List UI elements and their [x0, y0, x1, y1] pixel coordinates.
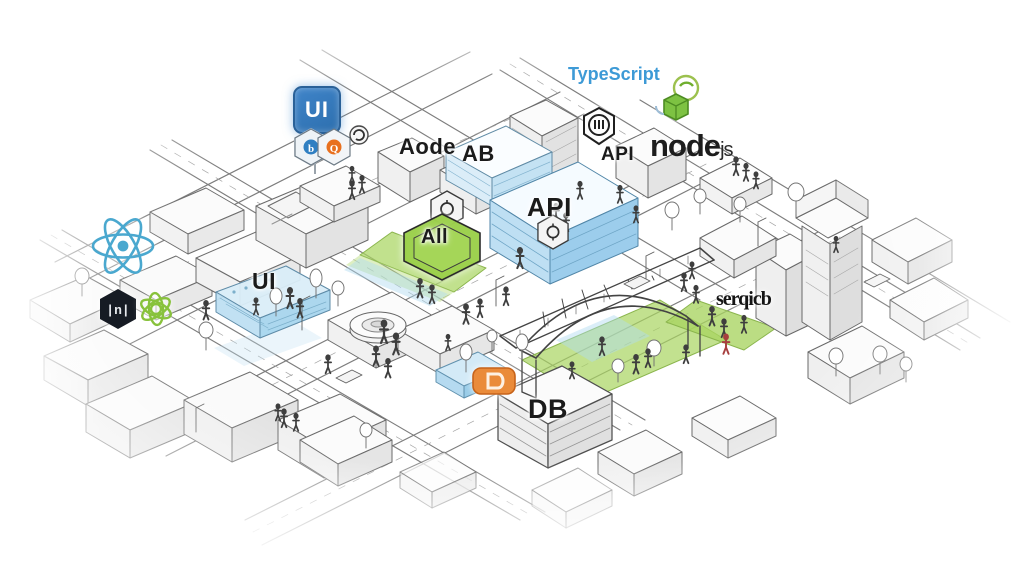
react-logo-icon	[91, 218, 155, 274]
nodejs-wordmark: node	[650, 128, 721, 163]
gear-hexagon-icon	[537, 214, 569, 250]
label-services: serqicb	[716, 288, 772, 310]
label-api-right: API	[601, 144, 635, 165]
nodejs-js-suffix: js	[720, 139, 733, 161]
label-ui-district: UI	[252, 268, 276, 294]
label-ab: AB	[462, 141, 495, 166]
label-all: All	[421, 226, 449, 248]
ui-app-badge[interactable]: UI	[293, 86, 341, 134]
svg-text:Q: Q	[330, 143, 339, 155]
refresh-icon	[349, 125, 369, 145]
ui-badge-label: UI	[305, 97, 329, 122]
label-aode: Aode	[399, 134, 456, 159]
typescript-logo-text: TypeScript	[568, 64, 660, 84]
package-hexagon-icon: |n|	[100, 289, 136, 329]
green-cube-node-icon	[655, 74, 700, 121]
svg-text:|n|: |n|	[106, 303, 129, 318]
database-icon	[472, 367, 516, 395]
nodejs-logo-text: nodejs	[650, 128, 734, 164]
label-api-main: API	[527, 192, 572, 222]
at-sign-server-icon	[583, 106, 615, 146]
label-db: DB	[528, 394, 568, 424]
green-hexagon-badge	[403, 213, 481, 281]
svg-text:b: b	[308, 143, 314, 155]
green-atom-icon	[140, 291, 172, 327]
